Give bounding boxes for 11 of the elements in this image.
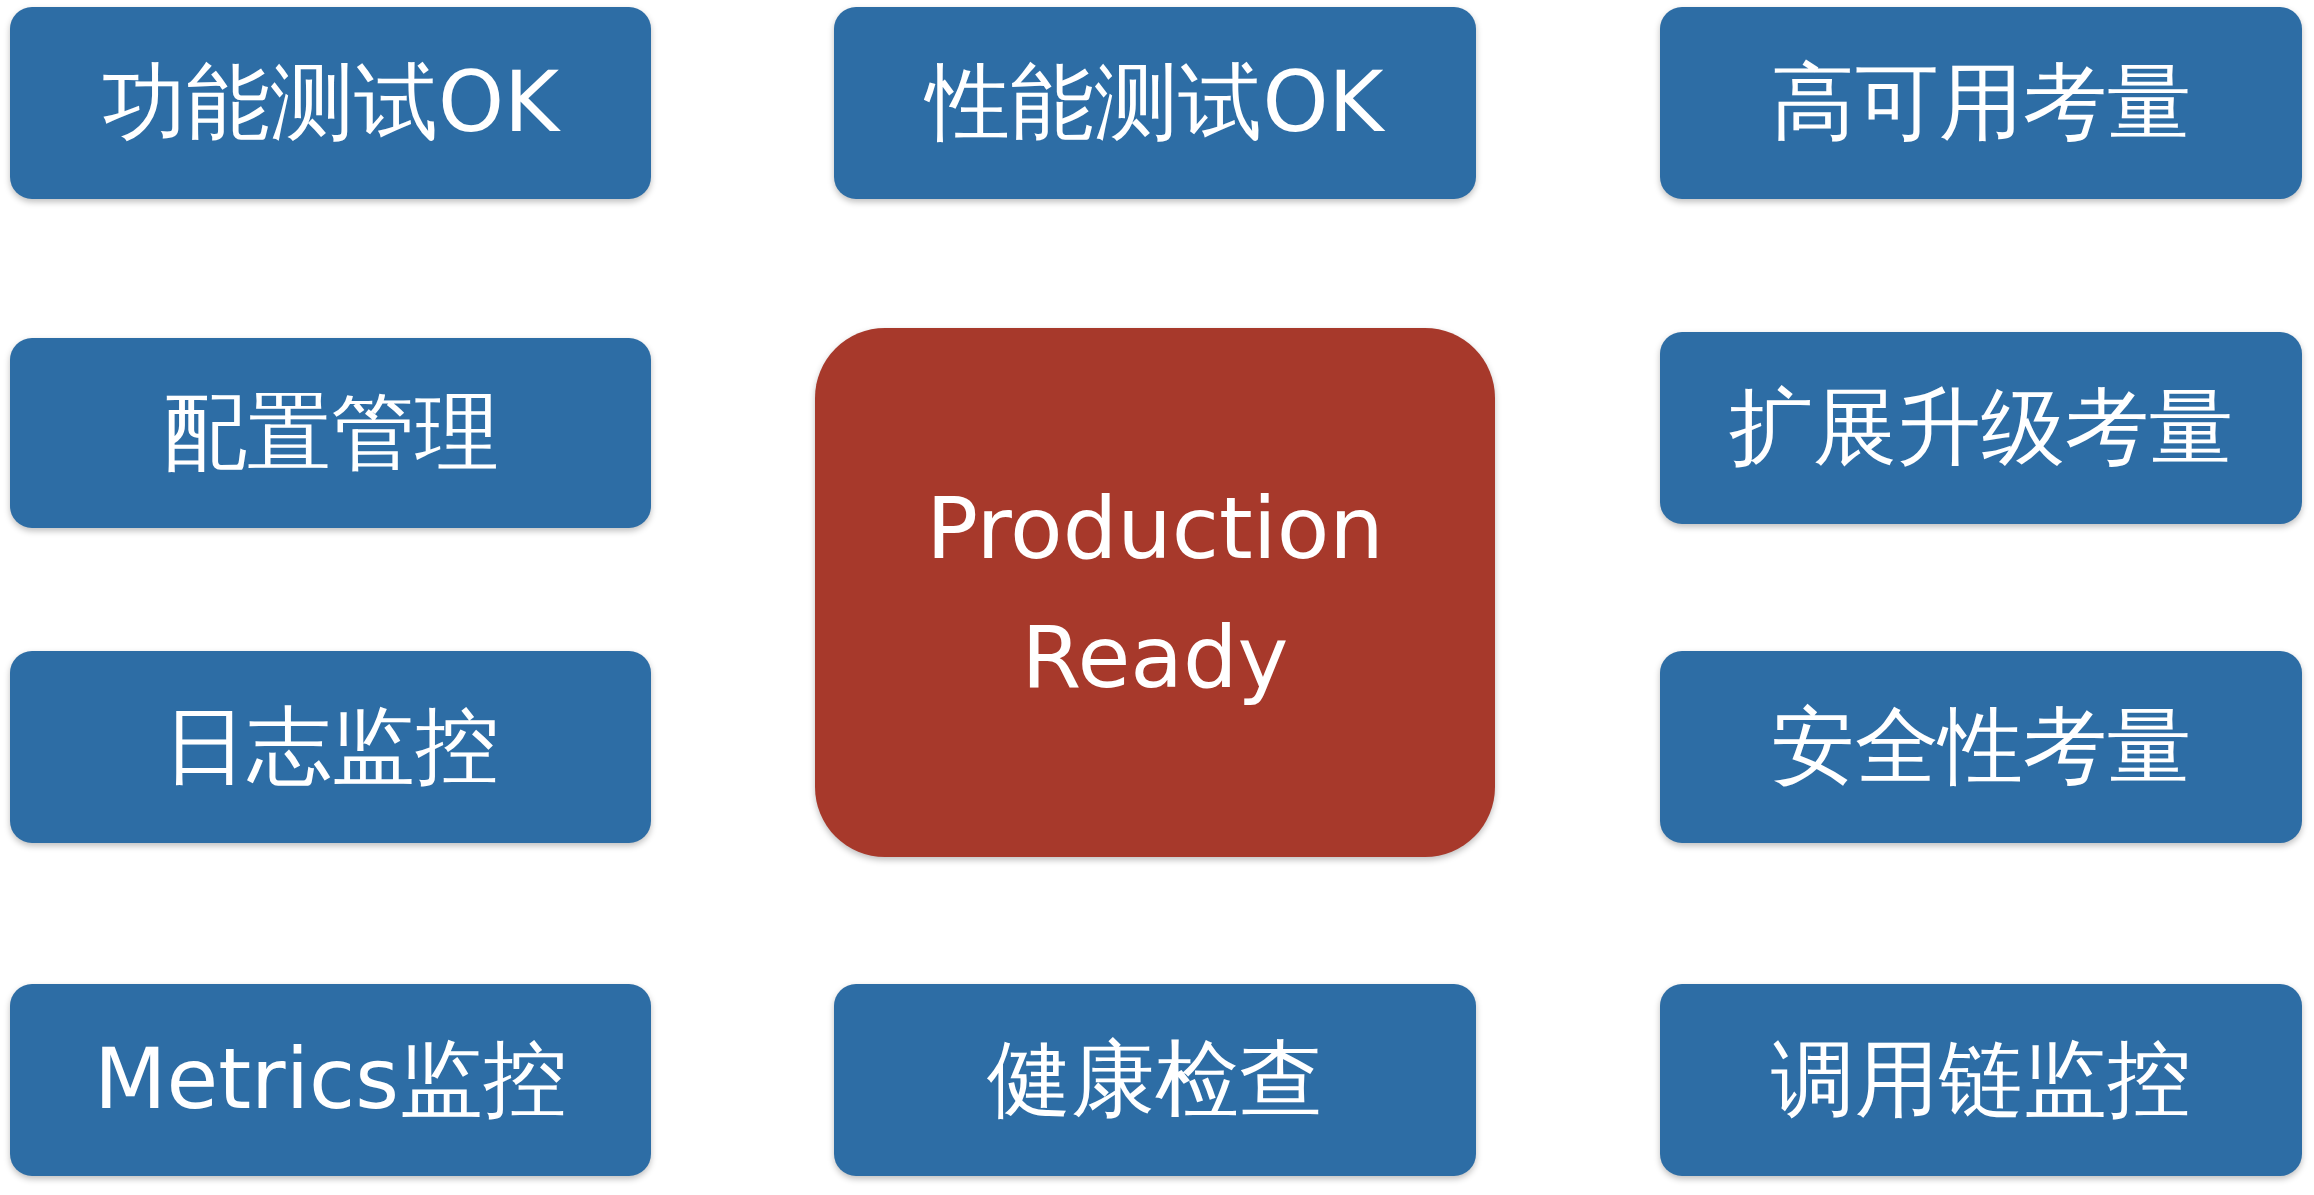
label-box: 高可用考量: [1660, 7, 2302, 199]
label-box: 安全性考量: [1660, 651, 2302, 843]
label-box: 功能测试OK: [10, 7, 651, 199]
label-box: 日志监控: [10, 651, 651, 843]
label-box: 扩展升级考量: [1660, 332, 2302, 524]
label-box: 性能测试OK: [834, 7, 1476, 199]
label-box: 配置管理: [10, 338, 651, 528]
center-box: Production Ready: [815, 328, 1495, 857]
label-box: 调用链监控: [1660, 984, 2302, 1176]
label-box: 健康检查: [834, 984, 1476, 1176]
label-box: Metrics监控: [10, 984, 651, 1176]
